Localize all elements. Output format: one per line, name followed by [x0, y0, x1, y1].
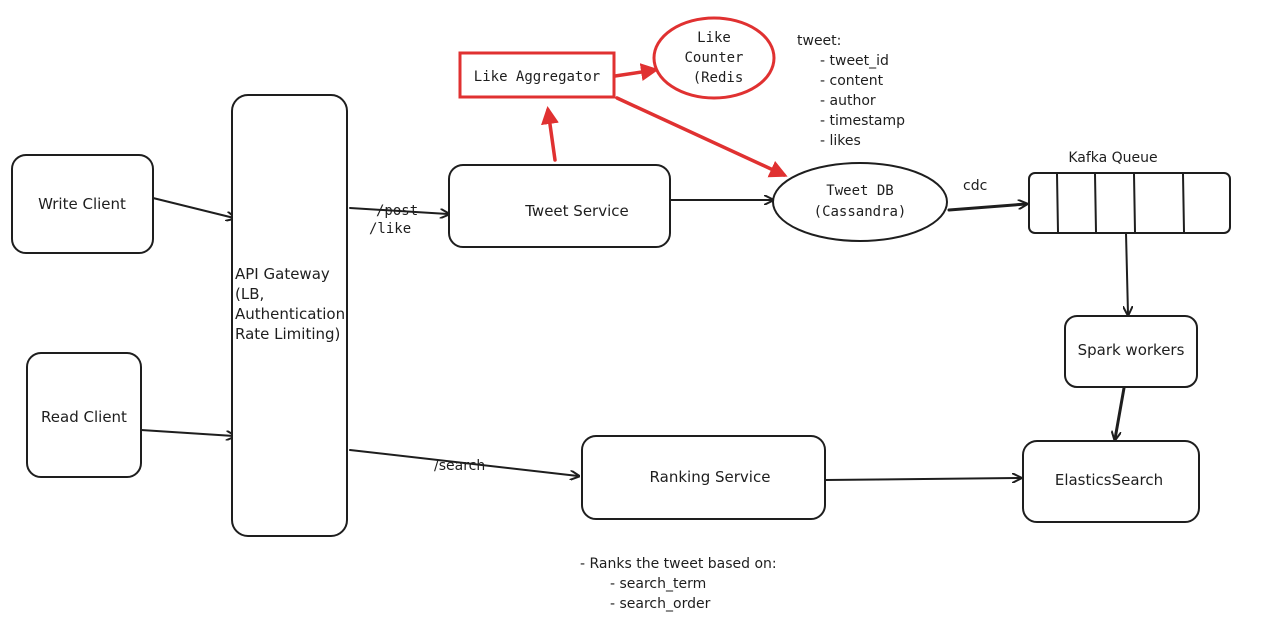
edge-ranking-to-elasticsearch	[824, 478, 1020, 480]
tweet-schema-field: - content	[820, 73, 884, 89]
edge-label-search: /search	[434, 458, 485, 474]
kafka-partition-divider	[1056, 173, 1059, 233]
kafka-queue-label: Kafka Queue	[1068, 150, 1157, 166]
like-counter-label-line-1: Like	[697, 30, 731, 46]
read-client-label: Read Client	[41, 408, 127, 426]
kafka-queue-box[interactable]	[1028, 172, 1231, 234]
ranking-service-box[interactable]	[581, 435, 826, 520]
tweet-schema-field: - timestamp	[820, 113, 905, 129]
ranking-note-line-2: - search_term	[610, 576, 706, 592]
tweet-schema-note: tweet: - tweet_id - content - author - t…	[797, 33, 905, 149]
like-counter-label-line-3: (Redis	[693, 70, 744, 86]
edge-like-aggregator-to-tweet-db	[615, 96, 788, 178]
edge-label-cdc: cdc	[963, 178, 987, 194]
elasticsearch-box[interactable]	[1022, 440, 1200, 523]
read-client-node[interactable]: Read Client	[26, 352, 142, 478]
api-gateway-box[interactable]	[231, 94, 348, 537]
spark-workers-label: Spark workers	[1078, 341, 1185, 359]
elasticsearch-label: ElasticsSearch	[1055, 471, 1163, 489]
edge-gateway-to-tweet-service	[349, 207, 448, 214]
tweet-db-ellipse[interactable]	[772, 162, 948, 242]
tweet-db-label-line-1: Tweet DB	[826, 183, 893, 199]
like-aggregator-label: Like Aggregator	[474, 69, 600, 85]
tweet-schema-field: - author	[820, 93, 876, 109]
tweet-schema-field: - likes	[820, 133, 861, 149]
write-client-node[interactable]: Write Client	[11, 154, 154, 254]
like-counter-ellipse[interactable]	[652, 16, 776, 100]
tweet-schema-field: - tweet_id	[820, 53, 889, 69]
edge-spark-to-elasticsearch	[1115, 386, 1126, 439]
tweet-db-node[interactable]: Tweet DB (Cassandra)	[772, 162, 948, 242]
spark-workers-node[interactable]: Spark workers	[1064, 315, 1198, 388]
tweet-service-node[interactable]: Tweet Service	[448, 164, 671, 248]
ranking-service-label: Ranking Service	[650, 468, 771, 486]
tweet-service-box[interactable]	[448, 164, 671, 248]
spark-workers-box[interactable]	[1064, 315, 1198, 388]
api-gateway-label-line-2: (LB,	[235, 285, 264, 303]
ranking-note: - Ranks the tweet based on: - search_ter…	[580, 556, 777, 612]
edge-tweet-service-to-like-aggregator	[541, 106, 559, 162]
tweet-db-label-line-2: (Cassandra)	[814, 204, 907, 220]
elasticsearch-node[interactable]: ElasticsSearch	[1022, 440, 1200, 523]
edge-label-post: /post	[376, 203, 418, 219]
tweet-service-label: Tweet Service	[524, 202, 629, 220]
kafka-queue-node[interactable]: Kafka Queue	[1028, 150, 1231, 234]
ranking-note-line-1: - Ranks the tweet based on:	[580, 556, 777, 572]
read-client-box[interactable]	[26, 352, 142, 478]
like-counter-node[interactable]: Like Counter (Redis	[652, 16, 776, 100]
edge-read-client-to-gateway	[140, 429, 234, 436]
edge-kafka-to-spark	[1126, 232, 1128, 314]
edge-label-like: /like	[369, 221, 411, 237]
ranking-service-node[interactable]: Ranking Service	[581, 435, 826, 520]
api-gateway-label-line-1: API Gateway	[235, 265, 330, 283]
tweet-schema-title: tweet:	[797, 33, 841, 49]
edges	[140, 63, 1128, 480]
api-gateway-label-line-3: Authentication	[235, 305, 345, 323]
like-counter-label-line-2: Counter	[684, 50, 743, 66]
like-aggregator-node[interactable]: Like Aggregator	[458, 51, 616, 99]
write-client-label: Write Client	[38, 195, 126, 213]
ranking-note-line-3: - search_order	[610, 596, 711, 612]
edge-tweet-db-to-kafka	[947, 204, 1026, 212]
kafka-partition-divider	[1094, 173, 1097, 233]
api-gateway-node[interactable]: API Gateway (LB, Authentication Rate Lim…	[231, 94, 348, 537]
edge-like-aggregator-to-like-counter	[613, 63, 659, 81]
kafka-partition-divider	[1182, 173, 1185, 233]
api-gateway-label-line-4: Rate Limiting)	[235, 325, 340, 343]
kafka-partition-divider	[1133, 173, 1136, 233]
edge-write-client-to-gateway	[152, 197, 234, 218]
edge-gateway-to-ranking-service	[349, 449, 578, 476]
like-aggregator-box[interactable]	[458, 51, 616, 99]
write-client-box[interactable]	[11, 154, 154, 254]
